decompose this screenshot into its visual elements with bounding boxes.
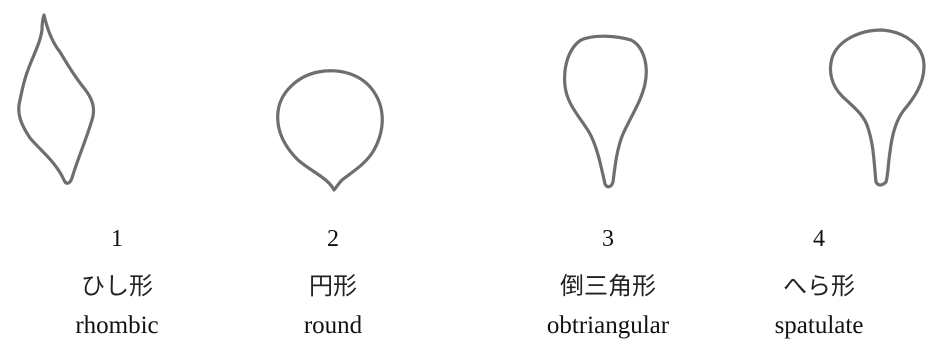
shape-item-round: 2 円形 round — [216, 0, 450, 345]
shape-name-japanese: へら形 — [783, 272, 855, 300]
shape-name-japanese: 円形 — [309, 272, 357, 300]
shape-number: 2 — [327, 226, 339, 252]
round-leaf-icon — [276, 69, 384, 192]
shape-name-english: round — [303, 312, 363, 339]
obtriangular-leaf-icon — [563, 34, 648, 189]
shape-item-rhombic: 1 ひし形 rhombic — [0, 0, 234, 345]
shape-name-japanese: 倒三角形 — [560, 272, 656, 300]
shape-name-japanese: ひし形 — [81, 272, 153, 300]
spatulate-leaf-icon — [828, 28, 926, 187]
shape-name-english: obtriangular — [546, 312, 670, 339]
shape-name-english: spatulate — [774, 312, 864, 339]
shape-name-english: rhombic — [75, 312, 159, 339]
rhombic-leaf-icon — [17, 13, 96, 185]
shape-number: 1 — [111, 226, 123, 252]
shape-item-spatulate: 4 へら形 spatulate — [702, 0, 936, 345]
shape-number: 3 — [602, 226, 614, 252]
shape-item-obtriangular: 3 倒三角形 obtriangular — [491, 0, 725, 345]
shape-number: 4 — [813, 226, 825, 252]
